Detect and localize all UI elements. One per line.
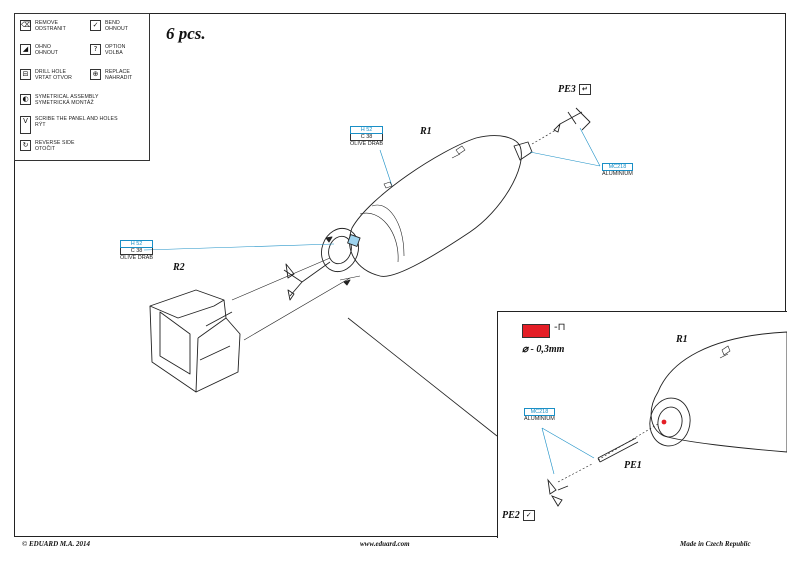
diameter-label: ⌀ - 0,3mm	[522, 344, 565, 355]
part-label-pe1: PE1	[624, 460, 642, 471]
pe2-vane	[547, 478, 569, 507]
legend-item-bend: ✓ BEND OHNOUT	[90, 20, 128, 32]
part-label-r1-inset: R1	[676, 334, 688, 345]
part-label-pe2: PE2✓	[502, 510, 535, 522]
inset-fuse-ring	[649, 397, 691, 447]
paint-callout-aluminium-1: MC218 ALUMINIUM	[602, 163, 633, 177]
paint-callout-olive-drab-2: H 52 C 38 OLIVE DRAB	[120, 240, 154, 261]
quantity-title: 6 pcs.	[166, 24, 206, 43]
instruction-legend: ⌫ REMOVE ODSTRANIT ✓ BEND OHNOUT ◢ OHNO …	[14, 13, 150, 161]
bend-icon: ✓	[522, 510, 535, 522]
legend-item-drill-hole: ⊟ DRILL HOLE VRTAT OTVOR	[20, 69, 72, 81]
bend-icon: ↵	[578, 84, 591, 96]
legend-item-reverse: ↻ REVERSE SIDE OTOČIT	[20, 140, 75, 152]
paint-callout-aluminium-2: MC218 ALUMINIUM	[524, 408, 555, 422]
tail-fin-r2	[149, 289, 225, 319]
sheet-frame	[14, 13, 786, 537]
detail-inset: -⊓ ⌀ - 0,3mm R1 PE1 PE2✓ MC218 ALUMINIUM	[497, 311, 787, 538]
color-swatch	[522, 324, 550, 338]
inset-drawing	[541, 331, 787, 507]
bomb-body	[349, 135, 522, 277]
part-label-r2: R2	[173, 262, 185, 273]
bomb-body-seam	[359, 212, 399, 263]
drill-icon: -⊓	[554, 322, 566, 333]
legend-item-scribe: V SCRIBE THE PANEL AND HOLES RÝT	[20, 116, 118, 134]
paint-callout-olive-drab-1: H 52 C 38 OLIVE DRAB	[350, 126, 384, 147]
part-label-r1: R1	[420, 126, 432, 137]
bend-icon: ✓	[90, 20, 101, 31]
legend-item-symmetrical: ◐ SYMETRICAL ASSEMBLY SYMETRICKÁ MONTÁŽ	[20, 94, 99, 106]
footer-made-in: Made in Czech Republic	[680, 540, 751, 548]
pe3-part	[559, 107, 591, 131]
legend-item-replace: ⊕ REPLACE NAHRADIT	[90, 69, 132, 81]
symmetrical-icon: ◐	[20, 94, 31, 105]
part-label-pe3: PE3↵	[558, 84, 591, 96]
drill-icon: ◢	[20, 44, 31, 55]
legend-item-remove: ⌫ REMOVE ODSTRANIT	[20, 20, 66, 32]
drill-hole-icon: ⊟	[20, 69, 31, 80]
footer-website[interactable]: www.eduard.com	[360, 540, 410, 548]
legend-item-fold: ◢ OHNO OHNOUT	[20, 44, 58, 56]
scribe-icon: V	[20, 116, 31, 134]
remove-icon: ⌫	[20, 20, 31, 31]
reverse-icon: ↻	[20, 140, 31, 151]
option-icon: ?	[90, 44, 101, 55]
replace-icon: ⊕	[90, 69, 101, 80]
pe1-pin	[597, 437, 639, 463]
footer-copyright: © EDUARD M.A. 2014	[22, 540, 91, 548]
drill-point	[661, 419, 667, 425]
nose-fuse	[513, 141, 533, 161]
inset-bomb-nose	[650, 331, 787, 453]
tail-ring	[321, 227, 359, 273]
tail-vane	[283, 261, 331, 297]
legend-item-option: ? OPTION VOLBA	[90, 44, 126, 56]
